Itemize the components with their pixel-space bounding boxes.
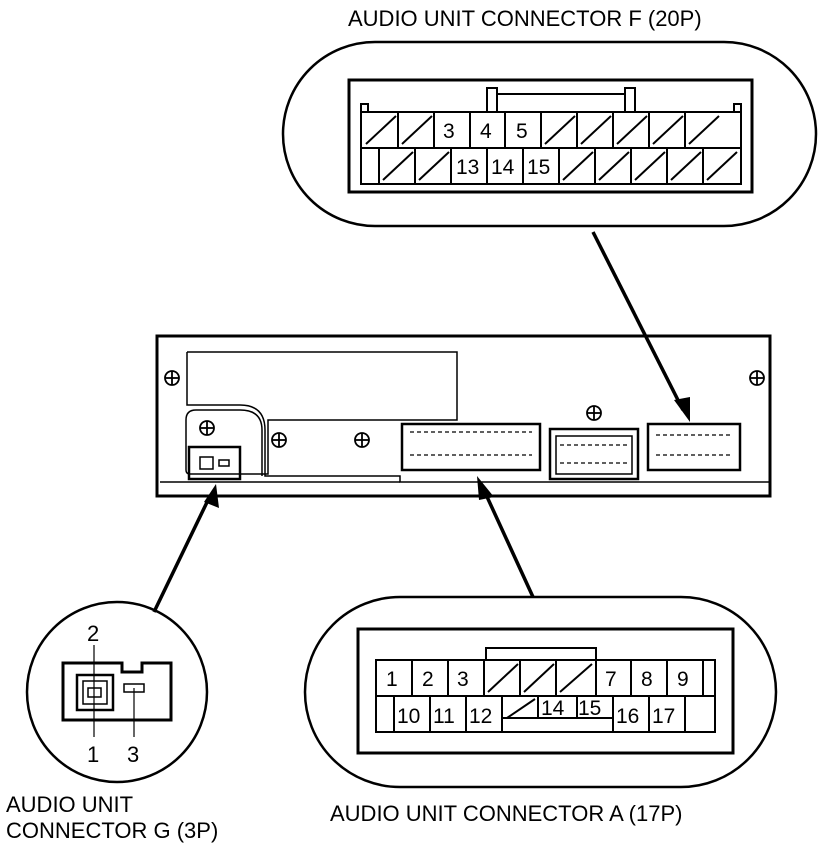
connector-f-housing [347,78,754,194]
connector-a-title: AUDIO UNIT CONNECTOR A (17P) [330,801,682,826]
pin-label: 11 [433,705,455,728]
pin-label: 15 [527,156,550,179]
connector-f-bubble [281,40,818,228]
pin-label: 13 [456,156,479,179]
unit-panel-outline [185,351,458,476]
pin-label: 5 [516,120,528,143]
pin-label: 9 [677,668,689,691]
connector-a-bubble [303,595,778,789]
connector-g-housing [61,661,173,722]
pin-label: 14 [491,156,515,179]
pin-label: 8 [641,668,653,691]
connector-g-pin-labels: 2 1 3 [87,621,139,767]
pin-label: 16 [616,705,639,728]
audio-unit-body [155,334,772,498]
connector-g-title-line2: CONNECTOR G (3P) [6,818,218,843]
pin-label: 4 [480,120,492,143]
pin-label: 12 [469,705,492,728]
pin-label: 1 [386,668,398,691]
unit-socket-f [646,422,742,472]
pin-label: 15 [578,697,601,720]
arrow-to-connector-a [481,487,535,598]
pin-label: 7 [605,668,617,691]
connector-a-pin-labels: 1 2 3 7 8 9 10 11 12 14 15 16 17 [386,668,689,728]
pin-label: 3 [457,668,469,691]
unit-socket-middle [548,427,640,481]
connector-g-bubble [25,600,209,784]
arrow-to-connector-f [591,231,685,411]
connector-f-title: AUDIO UNIT CONNECTOR F (20P) [348,6,702,31]
connector-f-detail [281,40,818,228]
connector-a-detail [303,595,778,789]
arrow-to-connector-g [152,495,212,613]
connector-g-detail [25,600,209,784]
unit-socket-a [400,422,542,472]
pin-label: 10 [397,705,420,728]
pin-label: 3 [443,120,455,143]
pin-label: 3 [127,742,139,767]
audio-unit-outline [155,334,772,498]
connector-a-housing [356,627,735,755]
unit-socket-g [187,445,242,481]
pin-label: 1 [87,742,99,767]
mounting-screws [164,370,765,448]
pin-label: 2 [422,668,434,691]
connector-f-pin-labels: 3 4 5 13 14 15 [443,120,550,179]
connector-g-title-line1: AUDIO UNIT [6,792,133,817]
pointer-arrows [152,231,685,613]
pin-label: 2 [87,621,99,646]
pin-label: 14 [541,697,565,720]
pin-label: 17 [652,705,675,728]
